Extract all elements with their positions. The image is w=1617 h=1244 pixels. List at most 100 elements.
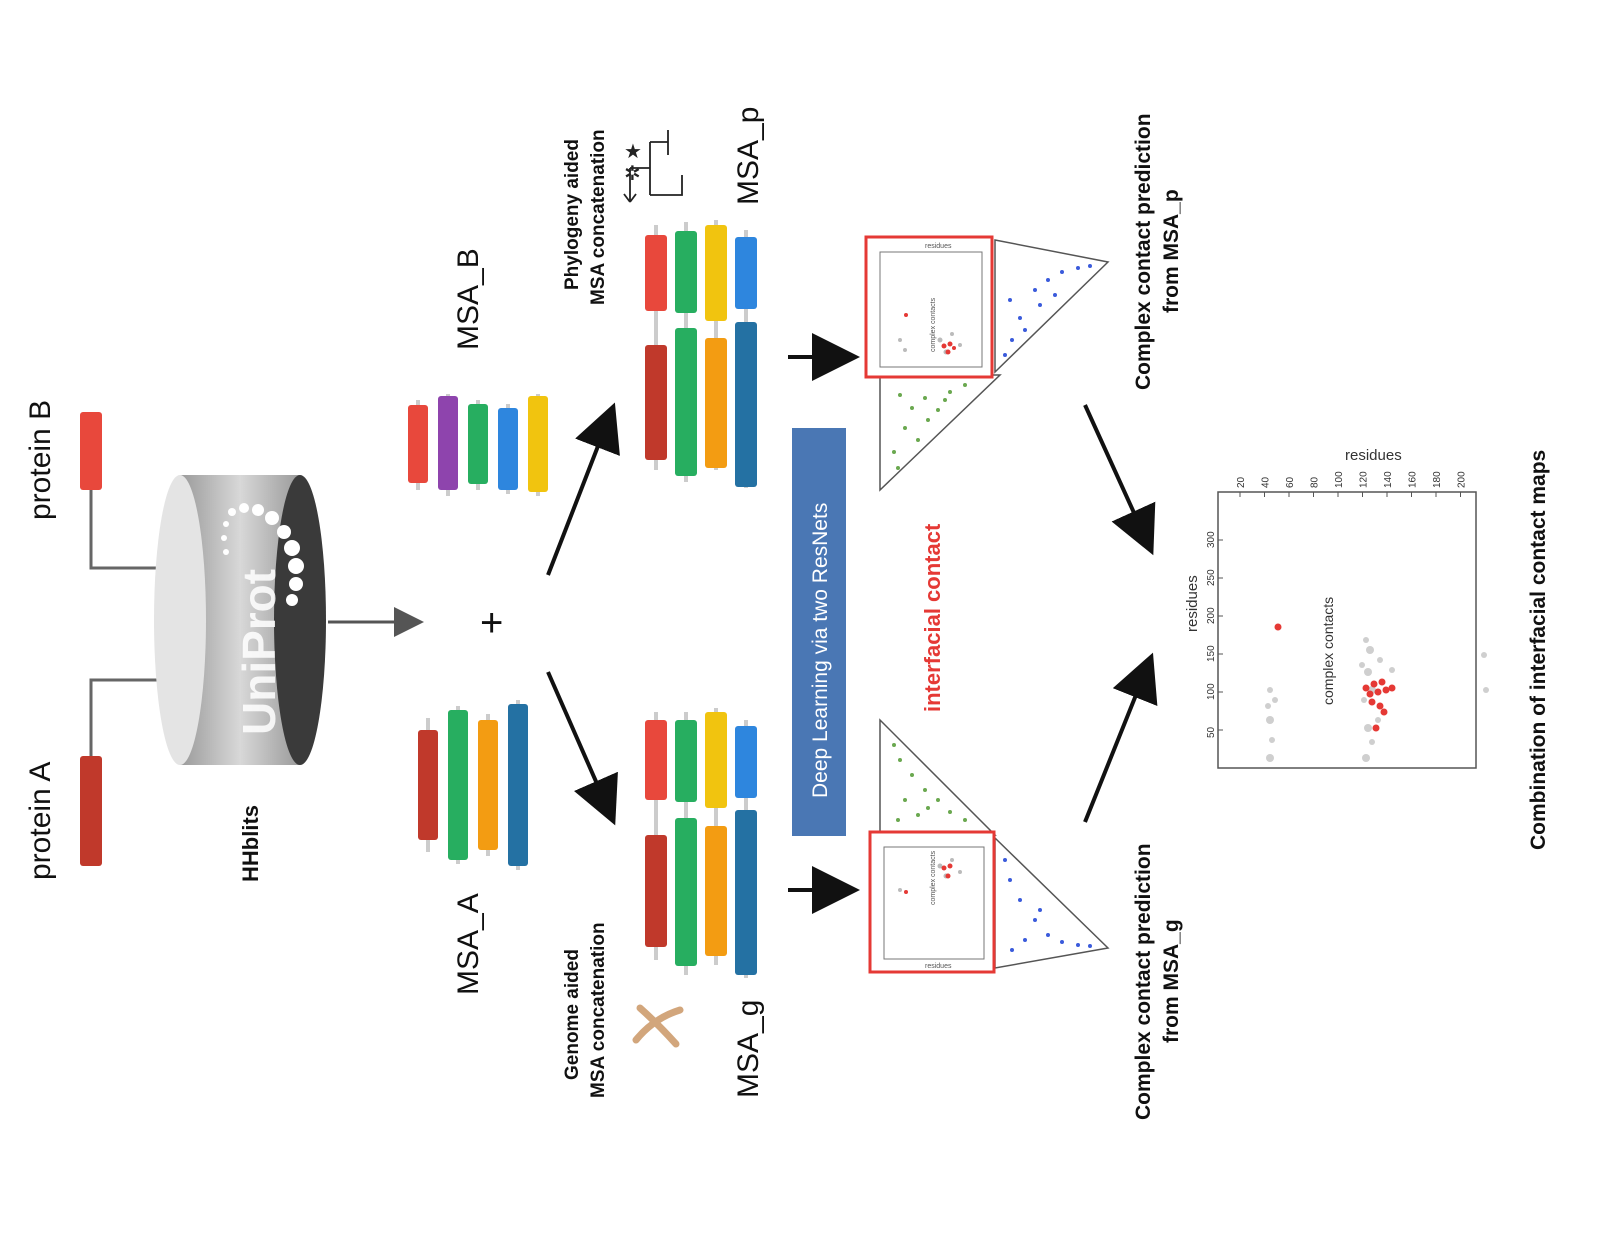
prediction-g-line2: from MSA_g [1160,919,1183,1043]
interfacial-contact-label: interfacial contact [920,523,945,712]
deep-learning-box: Deep Learning via two ResNets [792,428,846,836]
svg-text:✲: ✲ [624,163,641,185]
map-g-residues-label: residues [925,963,952,970]
hhblits-label: HHblits [238,805,263,882]
msa-a-label: MSA_A [452,893,485,995]
contact-map-p: complex contacts residues [864,235,1110,492]
msa-g-seq [675,818,697,966]
uniprot-database-icon: UniProt [154,475,326,765]
msa-g-seq [645,835,667,947]
interfacial-map-g [868,830,996,974]
msa-a-seq [508,704,528,866]
protein-b-bar [80,412,102,490]
prediction-p-line2: from MSA_p [1160,189,1183,313]
msa-g-label: MSA_g [732,1000,765,1098]
combined-map-frame [1217,491,1477,769]
map-p-complex-label: complex contacts [930,297,937,352]
map-p-red-contacts [904,313,956,355]
msa-p-label: MSA_p [732,107,765,205]
protein-b-label: protein B [24,400,57,520]
combined-gray-contacts [1265,637,1489,762]
combined-y-ticks: 50 100 150 200 250 300 [1206,531,1223,738]
combined-y-tick: 50 [1206,726,1217,738]
msa-g-seq [705,826,727,956]
svg-text:★: ★ [624,141,642,163]
arrow-p-to-final [1083,404,1156,556]
msa-p-seq [705,225,727,321]
combined-inner-label: complex contacts [1320,597,1336,705]
msa-p-seq [675,231,697,313]
protein-a: protein A [24,678,182,880]
contact-map-g: complex contacts residues [868,718,1110,974]
msa-p-seq [735,322,757,487]
combined-map-title: Combination of interfacial contact maps [1527,450,1550,850]
combined-y-tick: 100 [1206,683,1217,700]
combined-y-tick: 150 [1206,645,1217,662]
msa-g-seq [735,726,757,798]
phylogeny-tree-icon: ✲ ★ [623,130,683,203]
map-g-gray-contacts [898,858,962,892]
combined-y-axis-label: residues [1184,575,1201,632]
prediction-p-line1: Complex contact prediction [1132,113,1155,390]
combined-x-tick: 80 [1310,476,1321,488]
msa-p-seq [645,345,667,460]
msa-b-seq [498,408,518,490]
plus-sign: + [480,601,503,645]
msa-a-seq [478,720,498,850]
msa-g-seq [645,720,667,800]
genome-label-line2: MSA concatenation [588,922,609,1098]
combined-x-tick: 60 [1285,476,1296,488]
protein-a-connector [89,678,182,756]
prediction-g-line1: Complex contact prediction [1132,843,1155,1120]
intra-map-green [879,374,1002,492]
msa-b-seq [528,396,548,492]
msa-b-seq [408,405,428,483]
msa-g-seq [735,810,757,975]
msa-g-stack [645,708,757,978]
blue-contacts-g [1003,858,1092,952]
msa-p-seq [675,328,697,476]
map-p-gray-contacts [898,332,962,355]
msa-a-seq [448,710,468,860]
arrow-g-to-final [1083,652,1158,823]
combined-y-tick: 250 [1206,569,1217,586]
green-contacts [892,383,967,470]
combined-x-tick: 20 [1236,476,1247,488]
msa-g-seq [705,712,727,808]
arrow-to-genome [546,671,618,826]
intra-map-green-g [879,718,997,836]
interfacial-map-p [864,235,994,379]
msa-a-seq [418,730,438,840]
msa-p-seq [735,237,757,309]
arrow-to-phylogeny [546,402,620,576]
msa-b-seq [468,404,488,484]
deep-learning-label: Deep Learning via two ResNets [809,503,832,798]
msa-a-stack [418,700,528,870]
phylogeny-label-line1: Phylogeny aided [562,139,583,290]
msa-b-seq [438,396,458,490]
combined-x-tick: 120 [1359,471,1370,488]
protein-a-label: protein A [24,762,57,880]
msa-b-stack [408,394,548,496]
combined-x-tick: 140 [1383,471,1394,488]
combined-x-tick: 100 [1334,471,1345,488]
combined-x-tick: 180 [1432,471,1443,488]
chromosome-icon [632,1004,684,1048]
combined-x-tick: 160 [1408,471,1419,488]
combined-y-tick: 200 [1206,607,1217,624]
combined-red-contacts [1274,623,1396,732]
combined-x-tick: 200 [1457,471,1468,488]
combined-y-tick: 300 [1206,531,1217,548]
protein-b-connector [89,490,182,570]
msa-b-label: MSA_B [452,248,485,350]
map-p-residues-label: residues [925,243,952,250]
green-contacts-g [892,743,967,822]
msa-p-stack [645,220,757,488]
map-g-red-contacts [904,863,953,894]
protein-b: protein B [24,400,182,570]
blue-contacts [1003,264,1092,357]
uniprot-dots-icon [221,503,304,606]
genome-label-line1: Genome aided [562,949,583,1080]
